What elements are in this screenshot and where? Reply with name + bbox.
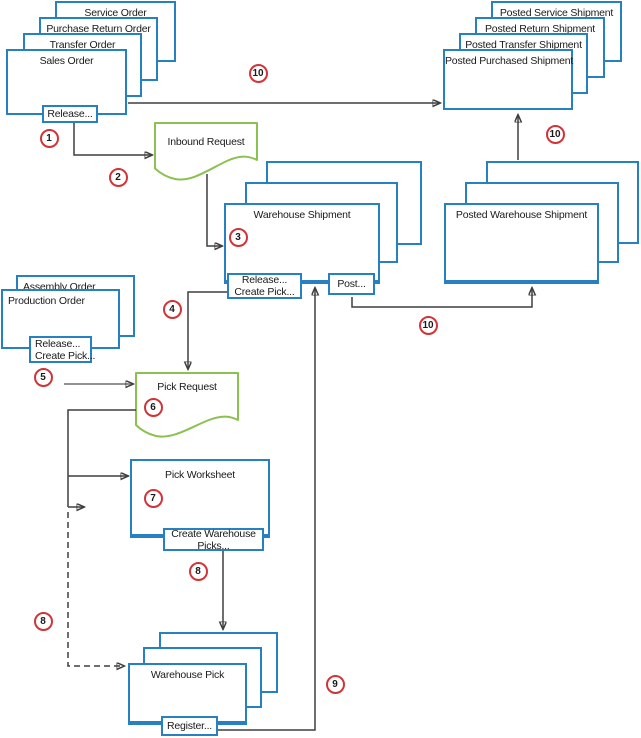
step-badge-10b: 10 [545, 124, 565, 144]
release-create-pick-button: Release... Create Pick... [227, 273, 302, 299]
button-label-line2: Create Pick... [234, 286, 295, 298]
box-title: Posted Service Shipment [499, 7, 614, 19]
document-label: Inbound Request [167, 136, 245, 148]
box-warehouse-shipment: Warehouse Shipment [224, 203, 380, 284]
document-shape [154, 122, 258, 181]
step-badge-6: 6 [143, 397, 163, 417]
connector-direct-to-warehouse-pick [67, 512, 124, 666]
box-title: Posted Warehouse Shipment [455, 209, 588, 221]
step-badge-10a: 10 [248, 63, 268, 83]
step-badge-1: 1 [39, 128, 59, 148]
connector-post-to-posted-warehouse-shipment [351, 288, 532, 308]
box-title: Posted Transfer Shipment [465, 39, 582, 51]
step-badge-5: 5 [33, 367, 53, 387]
post-button: Post... [328, 273, 375, 295]
button-label-line1: Release... [241, 274, 288, 286]
step-badge-10c: 10 [418, 315, 438, 335]
document-label: Pick Request [157, 381, 217, 393]
step-badge-3: 3 [228, 227, 248, 247]
step-badge-7: 7 [143, 488, 163, 508]
box-title: Purchase Return Order [46, 23, 151, 35]
box-posted-warehouse-shipment: Posted Warehouse Shipment [444, 203, 599, 284]
connector-release-to-inbound-request [73, 123, 152, 155]
register-button: Register... [161, 716, 218, 736]
button-label: Register... [166, 720, 213, 732]
create-warehouse-picks-button: Create Warehouse Picks... [163, 527, 264, 552]
box-title: Posted Return Shipment [485, 23, 595, 35]
box-title: Sales Order [39, 55, 94, 67]
step-badge-8a: 8 [188, 561, 208, 581]
doc-inbound-request: Inbound Request [154, 122, 258, 184]
step-badge-9: 9 [325, 674, 345, 694]
box-title: Production Order [8, 295, 85, 307]
box-title: Warehouse Shipment [253, 209, 351, 221]
step-badge-4: 4 [162, 299, 182, 319]
box-title: Warehouse Pick [150, 669, 225, 681]
box-title: Service Order [84, 7, 147, 19]
release-order-button: Release... [42, 105, 98, 123]
box-title: Transfer Order [49, 39, 116, 51]
button-label: Post... [337, 278, 366, 290]
box-title: Pick Worksheet [165, 469, 235, 481]
button-label-line2: Create Pick... [35, 349, 96, 362]
button-label-line2: Picks... [197, 539, 230, 552]
connector-shipment-release-to-pick-request [188, 291, 227, 369]
button-label: Release... [47, 108, 93, 120]
button-label-line1: Create Warehouse [171, 527, 256, 540]
release-create-pick-order-button: Release... Create Pick... [29, 336, 96, 363]
step-badge-2: 2 [108, 167, 128, 187]
button-label-line1: Release... [35, 337, 81, 350]
step-badge-8b: 8 [33, 611, 53, 631]
connector-pick-request-branch [67, 409, 136, 507]
box-title: Posted Purchased Shipment [445, 55, 574, 67]
box-posted-purchased-shipment: Posted Purchased Shipment [443, 49, 573, 110]
connector-inbound-to-warehouse-shipment [206, 174, 222, 246]
